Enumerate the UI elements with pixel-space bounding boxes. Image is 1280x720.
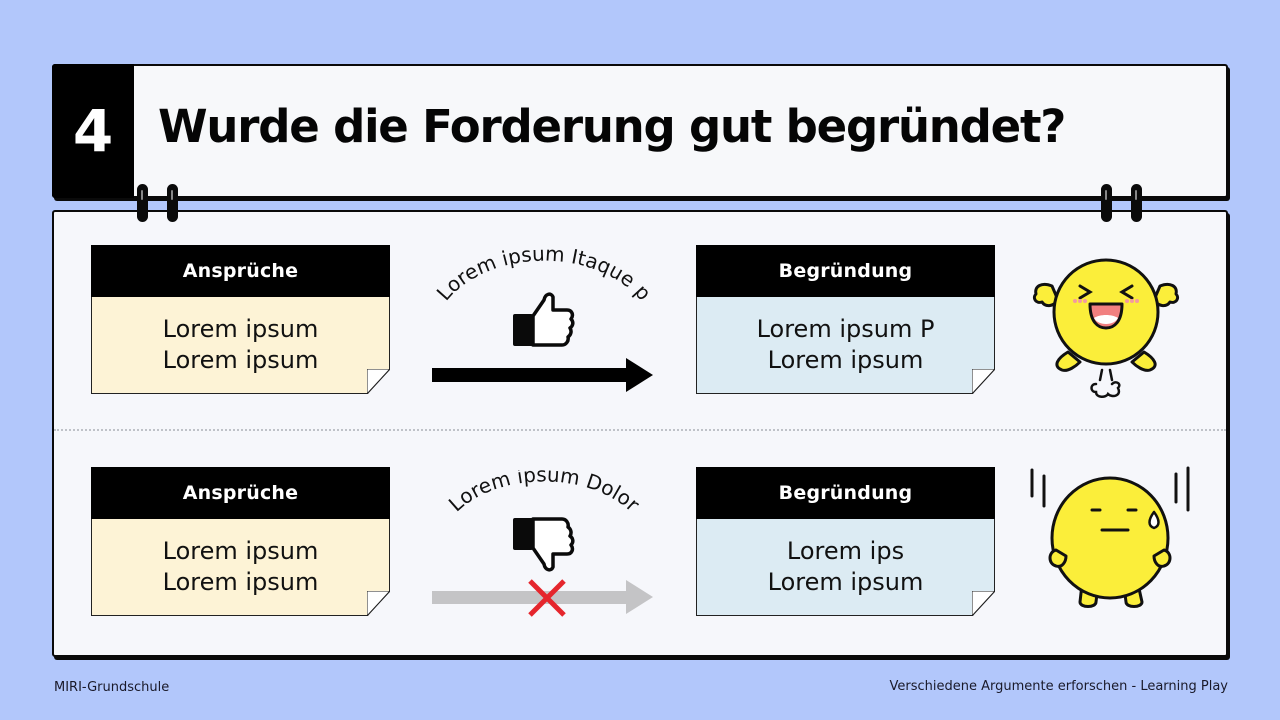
reason-card-body: Lorem ips Lorem ipsum [696,519,995,616]
claim-card-heading: Ansprüche [91,467,390,519]
binder-ring-icon [1131,184,1142,222]
red-cross-icon [528,579,566,617]
footer-lesson-title: Verschiedene Argumente erforschen - Lear… [889,679,1229,694]
binder-ring-icon [167,184,178,222]
reason-line: Lorem ipsum [767,568,924,596]
happy-mascot-icon [1032,258,1180,398]
claim-card: Ansprüche Lorem ipsum Lorem ipsum [91,467,390,616]
arc-label-text: Lorem ipsum Dolor [444,470,645,517]
thumbs-up-icon [513,292,575,347]
nervous-mascot-icon [1030,466,1190,608]
row-divider [54,429,1226,431]
claim-line: Lorem ipsum [162,568,319,596]
reason-card-heading: Begründung [696,467,995,519]
step-number: 4 [72,97,114,165]
arc-label: Lorem ipsum Dolor [444,470,645,517]
reason-line: Lorem ipsum [767,346,924,374]
page-title: Wurde die Forderung gut begründet? [158,100,1066,153]
claim-card: Ansprüche Lorem ipsum Lorem ipsum [91,245,390,394]
title-bar [52,64,1228,198]
claim-line: Lorem ipsum [162,315,319,343]
reason-line: Lorem ips [786,537,905,565]
reason-card-heading: Begründung [696,245,995,297]
arrow-right-disabled-icon [432,580,653,614]
reason-card: Begründung Lorem ipsum P Lorem ipsum [696,245,995,394]
thumbs-down-icon [513,517,575,572]
claim-card-body: Lorem ipsum Lorem ipsum [91,297,390,394]
reason-line: Lorem ipsum P [756,315,935,343]
page-fold-icon [972,591,995,616]
claim-card-body: Lorem ipsum Lorem ipsum [91,519,390,616]
svg-text:Lorem ipsum Dolor: Lorem ipsum Dolor [444,470,645,517]
claim-line: Lorem ipsum [162,346,319,374]
binder-ring-icon [1101,184,1112,222]
claim-line: Lorem ipsum [162,537,319,565]
page-fold-icon [367,369,390,394]
binder-ring-icon [137,184,148,222]
footer-school-name: MIRI-Grundschule [54,680,170,695]
claim-card-heading: Ansprüche [91,245,390,297]
page-fold-icon [367,591,390,616]
reason-card-body: Lorem ipsum P Lorem ipsum [696,297,995,394]
step-number-badge: 4 [52,64,134,198]
page-fold-icon [972,369,995,394]
arrow-right-icon [432,358,653,392]
reason-card: Begründung Lorem ips Lorem ipsum [696,467,995,616]
